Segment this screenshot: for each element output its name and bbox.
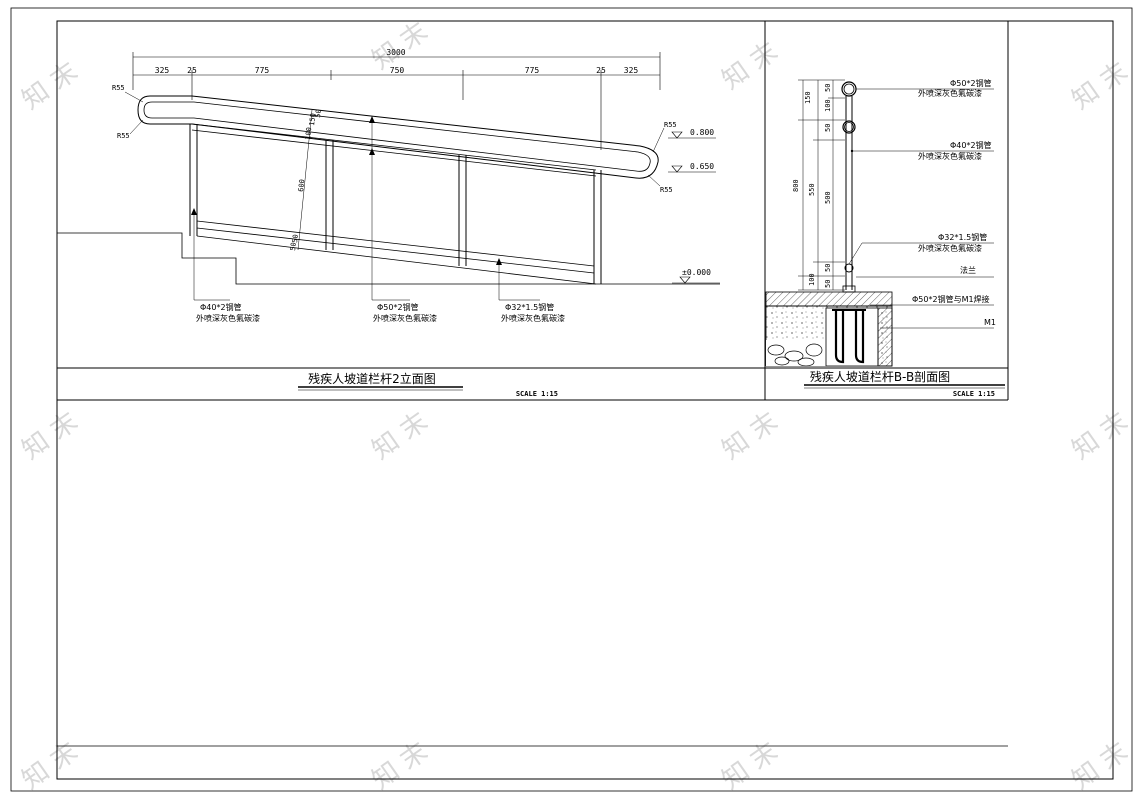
vertical-dim: 150: [308, 113, 317, 126]
radius-label: R55: [112, 84, 125, 92]
radius-label: R55: [664, 121, 677, 129]
watermark: 知 末: [1067, 407, 1134, 466]
callout-paint: 外喷深灰色氟碳漆: [373, 313, 437, 323]
vertical-dim: 50: [824, 124, 832, 132]
radius-label: R55: [660, 186, 673, 194]
vertical-dim: 600: [297, 179, 306, 192]
dim-total: 3000: [386, 48, 405, 57]
vertical-dim: 800: [792, 179, 800, 192]
section-scale: SCALE 1:15: [953, 390, 995, 398]
section-callout-weld: Φ50*2钢管与M1焊接: [912, 294, 990, 304]
level-label: ±0.000: [682, 268, 711, 277]
vertical-dim: 150: [804, 91, 812, 104]
section-callout-paint: 外喷深灰色氟碳漆: [918, 88, 982, 98]
sheet-frame: [10, 7, 1133, 792]
watermark: 知 末: [717, 737, 784, 796]
watermark: 知 末: [1067, 57, 1134, 116]
watermarks: 知 末 知 末 知 末 知 末 知 末 知 末 知 末 知 末 知 末 知 末 …: [17, 17, 1134, 796]
watermark: 知 末: [17, 407, 84, 466]
watermark: 知 末: [17, 57, 84, 116]
section-title: 残疾人坡道栏杆B-B剖面图: [810, 369, 950, 384]
section-view: 150 50 100 50 800 550 500 100 50 50: [765, 78, 1005, 398]
watermark: 知 末: [1067, 737, 1134, 796]
watermark: 知 末: [367, 737, 434, 796]
vertical-dim: 50: [289, 242, 298, 251]
dim-label: 775: [525, 66, 540, 75]
elevation-scale: SCALE 1:15: [516, 390, 558, 398]
section-callout-pipe-32: Φ32*1.5钢管: [938, 232, 987, 242]
dim-label: 775: [255, 66, 270, 75]
elevation-view: 3000 325 25 775 750 775 25 325 R55 R55 R…: [57, 48, 720, 398]
elevation-title: 残疾人坡道栏杆2立面图: [308, 371, 436, 386]
vertical-dim: 50: [291, 234, 300, 243]
watermark: 知 末: [717, 37, 784, 96]
level-label: 0.650: [690, 162, 714, 171]
callout-pipe-50: Φ50*2钢管: [377, 302, 419, 312]
vertical-dim: 50: [314, 109, 323, 118]
vertical-dim: 50: [824, 84, 832, 92]
radius-label: R55: [117, 132, 130, 140]
dim-label: 325: [624, 66, 639, 75]
section-callout-pipe-40: Φ40*2钢管: [950, 140, 992, 150]
callout-paint: 外喷深灰色氟碳漆: [196, 313, 260, 323]
vertical-dim: 550: [808, 183, 816, 196]
callout-paint: 外喷深灰色氟碳漆: [501, 313, 565, 323]
section-callout-flange: 法兰: [960, 265, 976, 275]
watermark: 知 末: [717, 407, 784, 466]
callout-pipe-40: Φ40*2钢管: [200, 302, 242, 312]
vertical-dim: 100: [824, 99, 832, 112]
dim-label: 25: [596, 66, 606, 75]
vertical-dim: 50: [824, 264, 832, 272]
section-callout-pipe-50: Φ50*2钢管: [950, 78, 992, 88]
watermark: 知 末: [367, 407, 434, 466]
section-callout-paint: 外喷深灰色氟碳漆: [918, 151, 982, 161]
vertical-dim: 50: [824, 280, 832, 288]
watermark: 知 末: [17, 737, 84, 796]
vertical-dim: 100: [304, 127, 313, 140]
callout-pipe-32: Φ32*1.5钢管: [505, 302, 554, 312]
section-callout-paint: 外喷深灰色氟碳漆: [918, 243, 982, 253]
dim-label: 25: [187, 66, 197, 75]
level-label: 0.800: [690, 128, 714, 137]
vertical-dim: 100: [808, 273, 816, 286]
dim-label: 325: [155, 66, 170, 75]
dim-label: 750: [390, 66, 405, 75]
section-callout-m1: M1: [984, 318, 996, 327]
vertical-dim: 500: [824, 191, 832, 204]
